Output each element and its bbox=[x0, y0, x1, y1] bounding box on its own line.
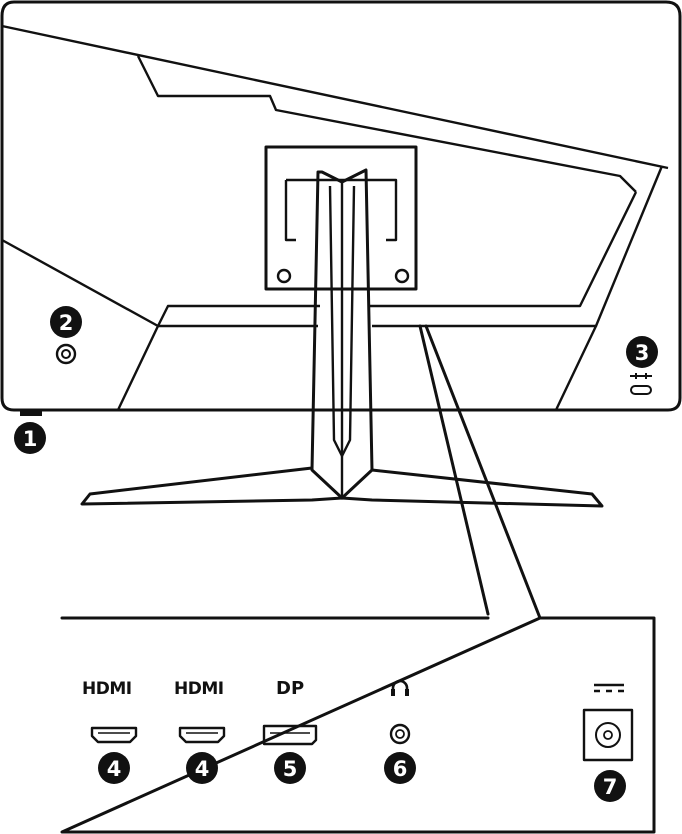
svg-text:4: 4 bbox=[107, 757, 122, 781]
hdmi-2-port bbox=[180, 728, 224, 742]
callout-3: 3 bbox=[626, 336, 658, 368]
hdmi-1-port bbox=[92, 728, 136, 742]
dc-power-icon bbox=[594, 685, 624, 691]
svg-text:6: 6 bbox=[393, 757, 408, 781]
callout-7: 7 bbox=[594, 770, 626, 802]
svg-text:3: 3 bbox=[635, 341, 650, 365]
displayport-label: DP bbox=[276, 678, 304, 699]
port-panel bbox=[62, 618, 654, 832]
svg-text:1: 1 bbox=[23, 427, 38, 451]
callout-5: 5 bbox=[274, 752, 306, 784]
callout-6: 6 bbox=[384, 752, 416, 784]
dc-in-port bbox=[584, 710, 632, 760]
svg-text:4: 4 bbox=[195, 757, 210, 781]
callout-4a: 4 bbox=[98, 752, 130, 784]
kensington-lock-icon bbox=[630, 373, 652, 394]
callout-4b: 4 bbox=[186, 752, 218, 784]
callout-2: 2 bbox=[50, 306, 82, 338]
headphone-icon bbox=[391, 681, 409, 696]
hdmi-1-label: HDMI bbox=[82, 679, 132, 699]
zoom-leader-lines bbox=[420, 326, 540, 618]
headphone-out-port bbox=[391, 725, 409, 743]
svg-text:2: 2 bbox=[59, 311, 74, 335]
svg-text:5: 5 bbox=[283, 757, 298, 781]
svg-text:7: 7 bbox=[603, 775, 618, 799]
side-headphone-jack bbox=[57, 345, 75, 363]
power-button[interactable] bbox=[20, 410, 42, 416]
callout-1: 1 bbox=[14, 422, 46, 454]
stand-neck bbox=[312, 170, 372, 498]
hdmi-2-label: HDMI bbox=[174, 679, 224, 699]
